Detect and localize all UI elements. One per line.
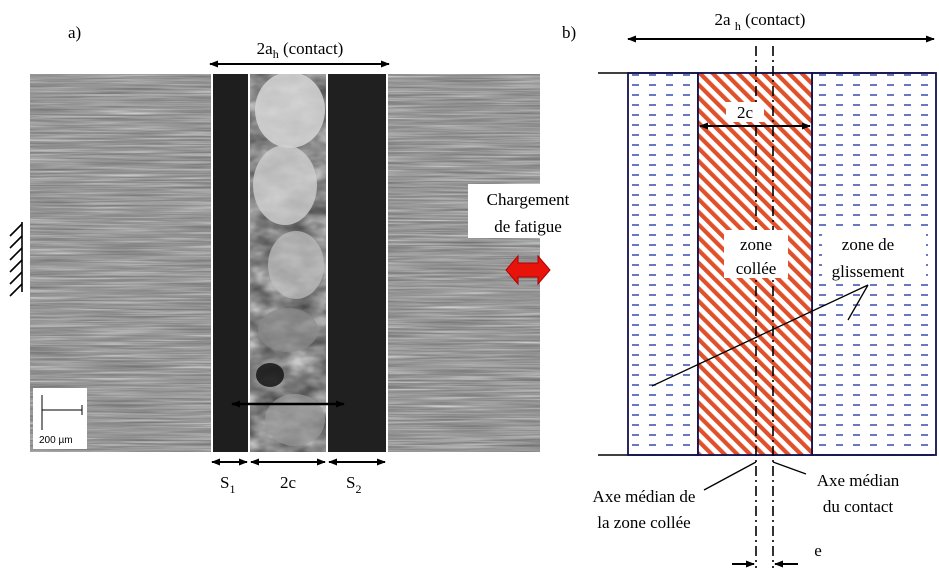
slip-zone-label-line2: glissement [832,262,905,281]
panel-a-label: a) [68,23,81,42]
offset-label: e [814,541,822,560]
slip-band-s1 [212,74,249,452]
scale-bar: 200 µm [33,388,87,449]
panel-b-label: b) [562,23,576,42]
axis-stick-label-line1: Axe médian de [593,487,696,506]
slip-zone-leader-lines [651,284,869,387]
contact-width-label-a: 2ah (contact) [257,39,344,61]
stick-zone-label-line1: zone [740,235,772,254]
s1-label: S1 [220,473,235,496]
loading-label-line2: de fatigue [494,217,562,236]
stick-width-label-b: 2c [737,103,754,122]
slip-zone-left [627,72,699,456]
micrograph-image: 200 µm [30,74,540,452]
slip-band-s2 [327,74,387,452]
panel-a: a) [9,23,590,496]
panel-b: b) 2a h (contact) 2c zone collée zone de… [562,10,937,568]
stick-zone-band [249,74,327,452]
slip-zone-label-line1: zone de [842,235,894,254]
axis-contact-label-line2: du contact [823,497,894,516]
stick-width-label-a: 2c [280,473,297,492]
zone-boundary-lines [211,74,388,452]
contact-width-label-b: 2a h (contact) [715,10,806,33]
s2-label: S2 [346,473,361,496]
axis-contact-label-line1: Axe médian [817,471,900,490]
fixed-support-icon [9,222,23,297]
loading-label-line1: Chargement [487,190,570,209]
stick-zone-label-line2: collée [736,259,777,278]
axis-stick-label-line2: la zone collée [597,513,690,532]
scale-bar-label: 200 µm [39,435,73,446]
loading-double-arrow-icon [505,254,551,286]
